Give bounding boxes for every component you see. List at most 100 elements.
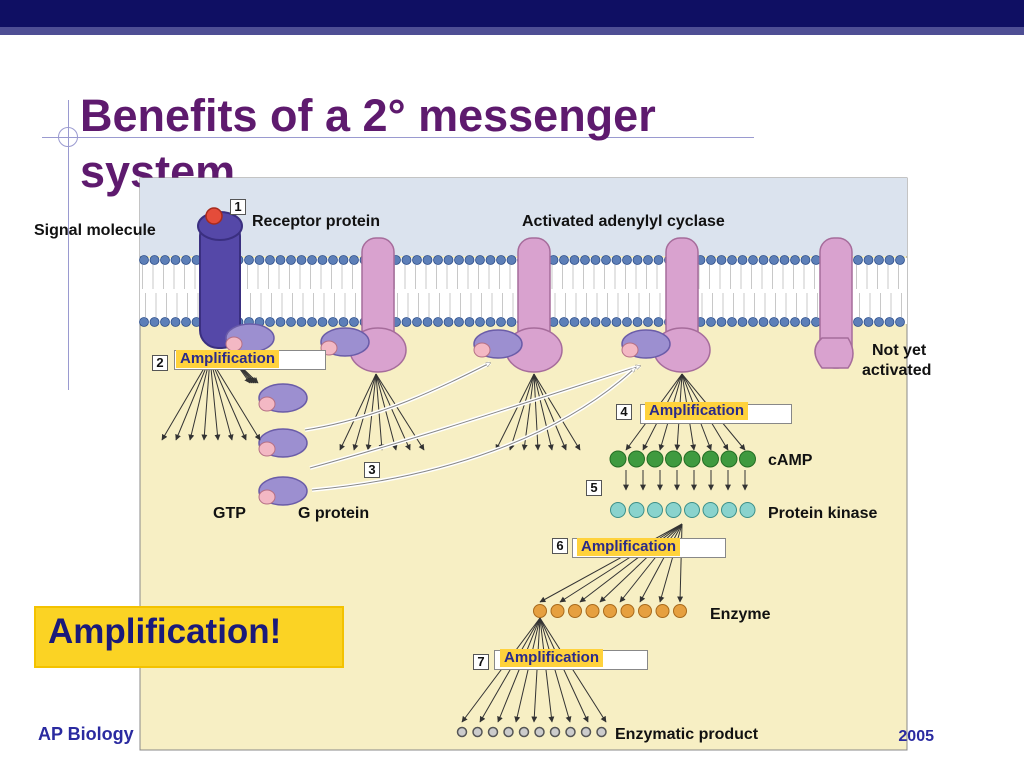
lipid-head bbox=[139, 255, 149, 265]
enzyme-row bbox=[533, 604, 687, 618]
lipid-head bbox=[580, 317, 590, 327]
lipid-head bbox=[170, 317, 181, 327]
protein-kinase-molecule bbox=[739, 502, 756, 518]
lipid-head bbox=[139, 317, 149, 327]
step-badge-5: 5 bbox=[586, 480, 602, 496]
lipid-head bbox=[328, 255, 338, 265]
arrow bbox=[658, 523, 683, 603]
lipid-head bbox=[275, 255, 286, 265]
label-gtp: GTP bbox=[213, 505, 246, 522]
lipid-head bbox=[475, 317, 485, 327]
arrow bbox=[639, 523, 683, 603]
camp-molecule bbox=[628, 450, 645, 468]
camp-molecule bbox=[702, 450, 719, 468]
lipid-head bbox=[716, 255, 727, 265]
lipid-head bbox=[874, 317, 884, 327]
lipid-head bbox=[496, 317, 506, 327]
receptor-protein-shape bbox=[197, 207, 243, 349]
adenylyl-cyclase-inactive bbox=[814, 237, 854, 369]
footer-course: AP Biology bbox=[38, 724, 134, 744]
arrow bbox=[579, 523, 683, 603]
lipid-head bbox=[622, 255, 632, 265]
label-activated: activated bbox=[862, 362, 932, 379]
lipid-head bbox=[643, 317, 653, 327]
arrow bbox=[619, 523, 683, 603]
lipid-head bbox=[317, 255, 328, 265]
lipid-head bbox=[338, 255, 349, 265]
lipid-head bbox=[454, 317, 464, 327]
signal-molecule-shape bbox=[205, 207, 223, 225]
product-molecule bbox=[549, 726, 561, 738]
adenylyl-cyclase-2 bbox=[505, 237, 563, 373]
amplification-tag-6: Amplification bbox=[577, 538, 681, 556]
lipid-head bbox=[779, 255, 790, 265]
lipid-head bbox=[422, 317, 433, 327]
lipid-head bbox=[601, 255, 611, 265]
lipid-head bbox=[443, 317, 454, 327]
lipid-head bbox=[779, 317, 790, 327]
lipid-head bbox=[349, 317, 359, 327]
lipid-head bbox=[716, 317, 727, 327]
lipid-head bbox=[632, 255, 643, 265]
amplification-tag-4: Amplification bbox=[645, 402, 749, 420]
lipid-head bbox=[790, 317, 800, 327]
lipid-head bbox=[706, 255, 716, 265]
arrow bbox=[461, 617, 541, 723]
enzyme-molecule bbox=[550, 604, 565, 618]
lipid-head bbox=[653, 317, 664, 327]
lipid-head bbox=[590, 317, 601, 327]
label-signal-molecule: Signal molecule bbox=[34, 222, 156, 239]
protein-kinase-molecule bbox=[665, 502, 682, 518]
arrow bbox=[514, 617, 541, 723]
product-molecule bbox=[518, 726, 530, 738]
lipid-head bbox=[349, 255, 359, 265]
label-enzymatic-product: Enzymatic product bbox=[615, 726, 759, 743]
arrow bbox=[497, 617, 541, 723]
arrow bbox=[531, 617, 541, 723]
lipid-head bbox=[485, 317, 496, 327]
arrow bbox=[175, 357, 211, 441]
step-badge-7: 7 bbox=[473, 654, 489, 670]
lipid-head bbox=[559, 255, 569, 265]
protein-kinase-row bbox=[610, 502, 756, 518]
arrow bbox=[533, 373, 541, 451]
arrow bbox=[599, 523, 683, 603]
lipid-head bbox=[559, 317, 569, 327]
lipid-head bbox=[748, 255, 758, 265]
label-protein-kinase: Protein kinase bbox=[768, 505, 878, 522]
lipid-head bbox=[443, 255, 454, 265]
lipid-head bbox=[653, 255, 664, 265]
gtp-shape bbox=[258, 396, 276, 412]
lipid-head bbox=[727, 317, 737, 327]
lipid-head bbox=[296, 317, 307, 327]
lipid-head bbox=[853, 317, 863, 327]
lipid-head bbox=[275, 317, 286, 327]
lipid-head bbox=[800, 317, 811, 327]
label-g-protein: G protein bbox=[298, 505, 370, 522]
lipid-head bbox=[317, 317, 328, 327]
step-badge-1: 1 bbox=[230, 199, 246, 215]
gtp-shape bbox=[473, 342, 491, 358]
arrow bbox=[479, 617, 541, 723]
label-not-yet: Not yet bbox=[872, 342, 927, 359]
callout-text: Amplification! bbox=[48, 612, 282, 651]
header-bar-accent bbox=[0, 27, 1024, 35]
lipid-head bbox=[254, 255, 265, 265]
lipid-head bbox=[454, 255, 464, 265]
lipid-head bbox=[181, 317, 191, 327]
lipid-head bbox=[307, 317, 317, 327]
arrow bbox=[533, 373, 581, 451]
lipid-head bbox=[244, 255, 254, 265]
lipid-head bbox=[811, 317, 821, 327]
protein-kinase-molecule bbox=[628, 502, 645, 518]
lipid-head bbox=[895, 317, 905, 327]
lipid-head bbox=[170, 255, 181, 265]
lipid-head bbox=[181, 255, 191, 265]
step-badge-4: 4 bbox=[616, 404, 632, 420]
camp-row bbox=[609, 450, 756, 468]
amplification-callout: Amplification! bbox=[34, 606, 344, 668]
lipid-head bbox=[800, 255, 811, 265]
lipid-head bbox=[611, 255, 622, 265]
step-badge-3: 3 bbox=[364, 462, 380, 478]
camp-molecule bbox=[720, 450, 738, 468]
